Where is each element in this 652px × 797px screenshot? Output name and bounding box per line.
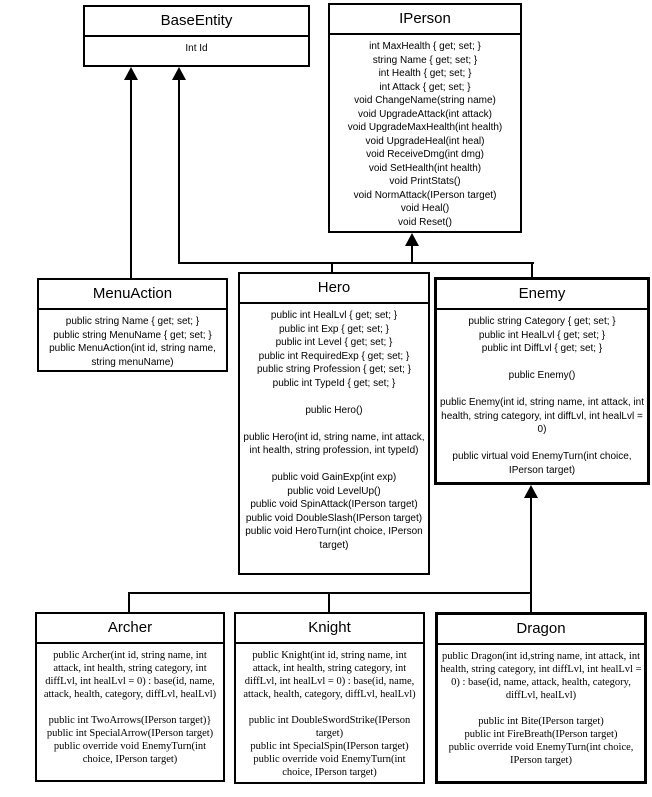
member-line: [242, 417, 426, 431]
member-line: public int TypeId { get; set; }: [272, 377, 396, 389]
member-line: public Archer(int id, string name, int a…: [43, 650, 217, 700]
edge-dragon-enemy: [530, 497, 532, 612]
edge-knight-stub: [328, 594, 330, 612]
member-line: public int Bite(IPerson target): [478, 716, 604, 727]
class-title: Archer: [37, 614, 223, 644]
edge-menuaction-baseentity: [130, 79, 132, 278]
member-line: public string MenuName { get; set; }: [53, 329, 212, 341]
edge-bus-horizontal-bottom: [128, 592, 532, 594]
class-box-iperson: IPerson int MaxHealth { get; set; } stri…: [328, 3, 522, 233]
class-title: Enemy: [437, 280, 647, 310]
member-line: [439, 437, 645, 451]
member-line: public Hero(): [305, 404, 363, 416]
member-line: public void GainExp(int exp): [271, 472, 397, 483]
member-line: public void LevelUp(): [287, 485, 381, 497]
class-members: public Archer(int id, string name, int a…: [37, 644, 223, 766]
edge-hero-stub: [331, 264, 333, 274]
class-title: MenuAction: [39, 280, 226, 310]
member-line: public Enemy(): [508, 370, 576, 381]
member-line: public int RequiredExp { get; set; }: [258, 350, 410, 362]
inheritance-arrow-icon: [524, 485, 538, 498]
member-line: public virtual void EnemyTurn(int choice…: [452, 451, 632, 476]
class-box-menuaction: MenuAction public string Name { get; set…: [37, 278, 228, 372]
member-line: void SetHealth(int health): [368, 162, 482, 174]
member-line: int Health { get; set; }: [378, 68, 472, 79]
class-members: public int HealLvl { get; set; } public …: [240, 304, 428, 552]
member-line: void Reset(): [398, 216, 452, 228]
member-line: [439, 356, 645, 370]
class-title: Hero: [240, 274, 428, 304]
member-line: public int HealLvl { get; set; }: [270, 310, 398, 321]
edge-bus-baseentity: [178, 79, 180, 264]
class-members: public Knight(int id, string name, int a…: [236, 644, 423, 779]
edge-bus-iperson: [411, 245, 413, 264]
class-title: Knight: [236, 614, 423, 644]
member-line: public Dragon(int id,string name, int at…: [440, 651, 642, 701]
class-members: public string Category { get; set; } pub…: [437, 310, 647, 477]
member-line: int Attack { get; set; }: [379, 81, 471, 93]
member-line: string Name { get; set; }: [372, 54, 478, 66]
member-line: [242, 458, 426, 472]
member-line: void PrintStats(): [389, 176, 461, 187]
member-line: public int SpecialArrow(IPerson target): [46, 728, 214, 739]
member-line: void Heal(): [400, 203, 450, 214]
member-line: public void SpinAttack(IPerson target): [250, 499, 418, 510]
member-line: public Hero(int id, string name, int att…: [243, 431, 425, 457]
member-line: void UpgradeHeal(int heal): [365, 135, 485, 147]
inheritance-arrow-icon: [124, 67, 138, 80]
member-line: void UpgradeAttack(int attack): [358, 108, 492, 120]
member-line: void UpgradeMaxHealth(int health): [347, 122, 503, 133]
member-line: [39, 701, 221, 714]
member-line: public string Category { get; set; }: [468, 316, 616, 327]
member-line: public int HealLvl { get; set; }: [478, 329, 606, 341]
class-box-enemy: Enemy public string Category { get; set;…: [434, 277, 650, 485]
member-line: public void HeroTurn(int choice, IPerson…: [245, 526, 423, 551]
member-line: public override void EnemyTurn(int choic…: [253, 754, 406, 778]
edge-bus-horizontal-top: [178, 262, 534, 264]
member-line: public int DiffLvl { get; set; }: [481, 343, 603, 354]
member-line: void ReceiveDmg(int dmg): [366, 149, 484, 160]
class-members: public string Name { get; set; } public …: [39, 310, 226, 369]
member-line: public string Name { get; set; }: [65, 316, 200, 327]
member-line: public void DoubleSlash(IPerson target): [245, 512, 423, 524]
member-line: void NormAttack(IPerson target): [353, 189, 497, 201]
member-line: Int Id: [185, 43, 208, 54]
member-line: public int FireBreath(IPerson target): [464, 729, 618, 740]
member-line: public override void EnemyTurn(int choic…: [53, 741, 207, 765]
class-title: IPerson: [330, 5, 520, 35]
class-box-hero: Hero public int HealLvl { get; set; } pu…: [238, 272, 430, 575]
member-line: int MaxHealth { get; set; }: [369, 41, 481, 52]
member-line: [440, 702, 642, 715]
inheritance-arrow-icon: [172, 67, 186, 80]
class-members: int MaxHealth { get; set; } string Name …: [330, 35, 520, 229]
member-line: public int SpecialSpin(IPerson target): [250, 741, 409, 752]
member-line: public Enemy(int id, string name, int at…: [440, 397, 644, 435]
edge-archer-stub: [128, 594, 130, 612]
class-title: BaseEntity: [85, 7, 308, 37]
member-line: public int Level { get; set; }: [275, 337, 393, 348]
member-line: public int Exp { get; set; }: [278, 323, 390, 335]
implementation-arrow-icon: [405, 233, 419, 246]
member-line: public Knight(int id, string name, int a…: [243, 650, 416, 700]
member-line: public int TwoArrows(IPerson target)}: [48, 715, 212, 726]
edge-enemy-stub: [531, 264, 533, 279]
member-line: public string Profession { get; set; }: [257, 364, 411, 375]
class-box-dragon: Dragon public Dragon(int id,string name,…: [435, 612, 647, 784]
class-members: public Dragon(int id,string name, int at…: [438, 645, 644, 767]
class-members: Int Id: [85, 37, 308, 56]
member-line: [238, 701, 421, 714]
member-line: public MenuAction(int id, string name, s…: [49, 343, 216, 368]
class-box-baseentity: BaseEntity Int Id: [83, 5, 310, 67]
member-line: [439, 383, 645, 397]
member-line: [242, 390, 426, 404]
member-line: void ChangeName(string name): [354, 95, 496, 106]
member-line: public override void EnemyTurn(int choic…: [448, 742, 634, 766]
class-box-knight: Knight public Knight(int id, string name…: [234, 612, 425, 784]
member-line: public int DoubleSwordStrike(IPerson tar…: [248, 715, 411, 739]
class-box-archer: Archer public Archer(int id, string name…: [35, 612, 225, 782]
class-title: Dragon: [438, 615, 644, 645]
